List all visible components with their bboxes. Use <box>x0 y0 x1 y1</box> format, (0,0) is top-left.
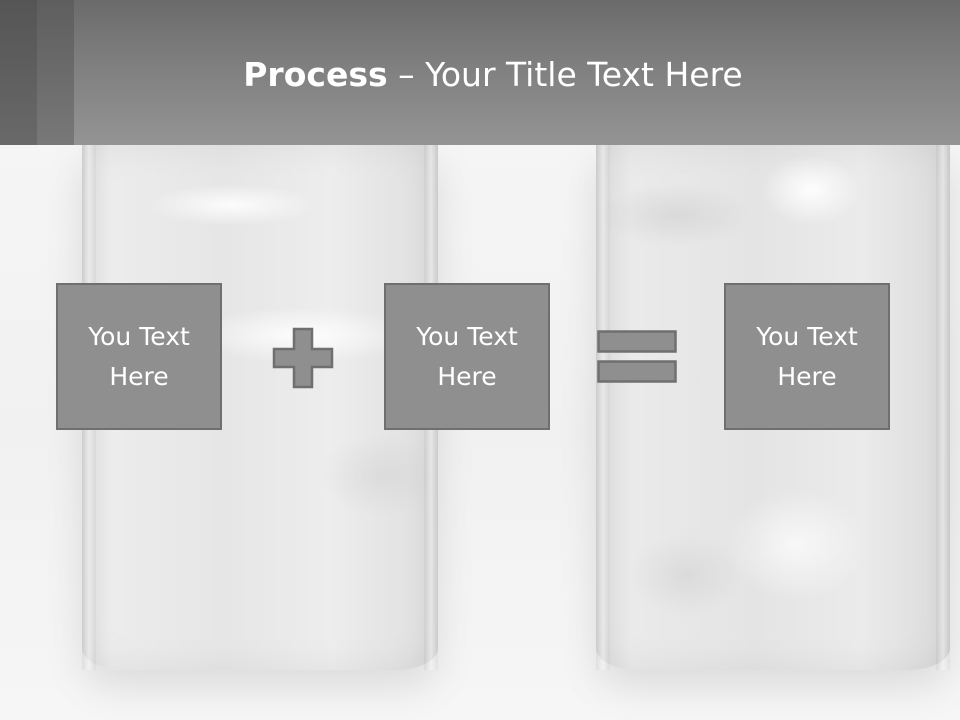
header-accent-stripe <box>0 0 37 145</box>
text-box-2[interactable]: You Text Here <box>384 283 550 430</box>
plus-icon <box>272 327 334 389</box>
text-box-label: You Text Here <box>88 321 190 391</box>
pouch-image-right <box>596 145 950 670</box>
title-bar: Process – Your Title Text Here <box>0 0 960 145</box>
header-accent-stripe <box>37 0 74 145</box>
text-box-label: You Text Here <box>756 321 858 391</box>
text-box-1[interactable]: You Text Here <box>56 283 222 430</box>
text-box-3[interactable]: You Text Here <box>724 283 890 430</box>
title-rest-text: – Your Title Text Here <box>387 55 743 94</box>
pouch-seam <box>596 145 610 670</box>
text-box-label: You Text Here <box>416 321 518 391</box>
equals-icon <box>597 330 677 383</box>
slide-title[interactable]: Process – Your Title Text Here <box>74 50 912 100</box>
title-bold-text: Process <box>243 55 388 94</box>
pouch-seam <box>936 145 950 670</box>
